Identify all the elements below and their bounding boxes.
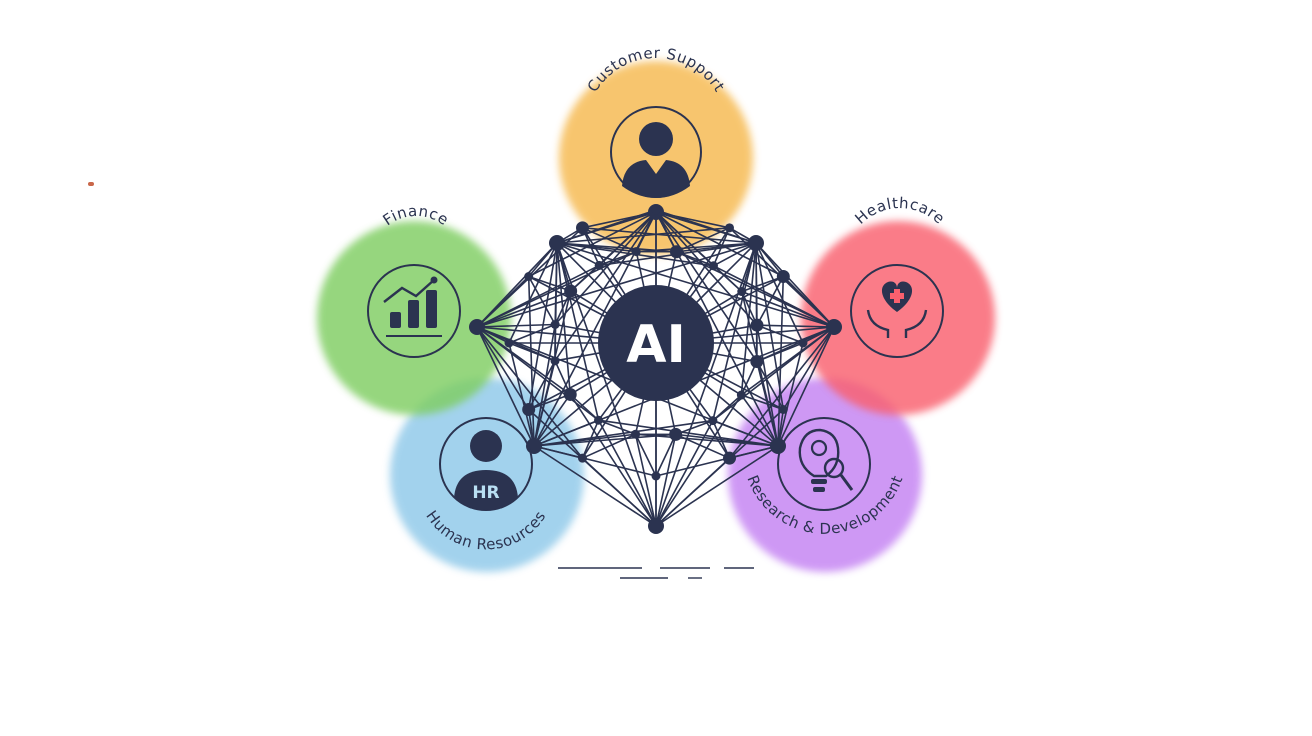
lightbulb-gear-icon [777,417,871,511]
customer-support-circle [559,61,753,255]
bar-chart-icon [367,264,461,358]
stray-mark [88,182,94,186]
decorative-lines [558,567,754,579]
hr-badge: HR [472,483,499,503]
person-icon [610,106,702,198]
ai-label: AI [626,315,686,375]
heart-hands-icon [850,264,944,358]
healthcare-circle [801,221,995,415]
network-nodes [469,204,842,534]
ai-hub: AI [598,285,714,401]
hr-person-icon: HR [439,417,533,511]
